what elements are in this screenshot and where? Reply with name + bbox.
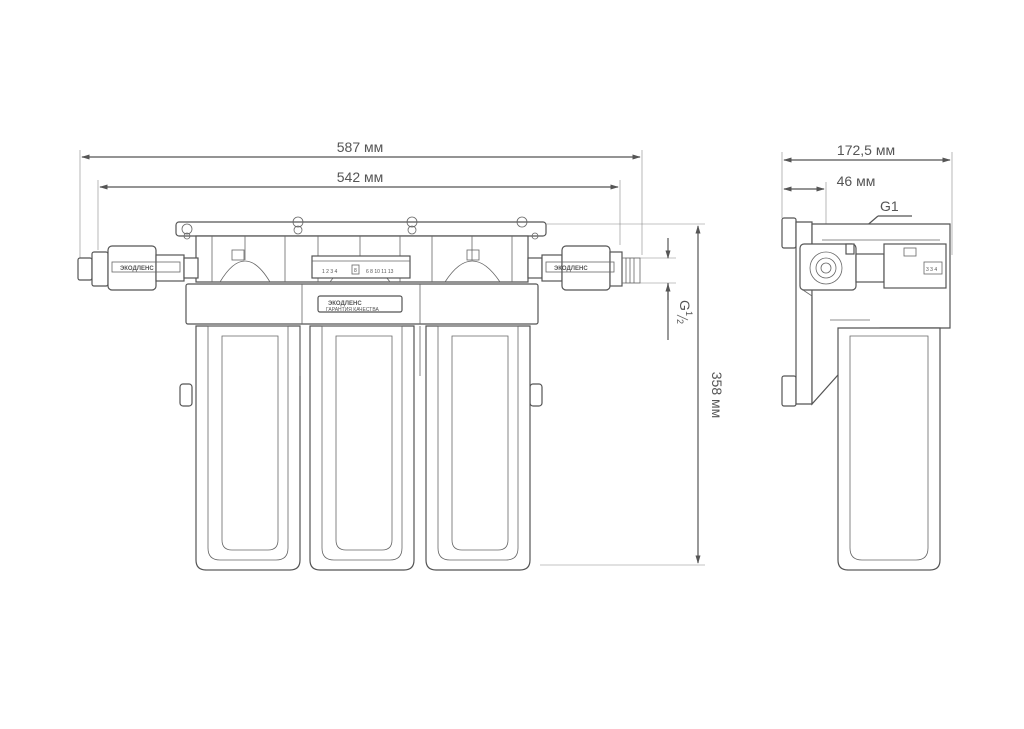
- filter-housing-3: [419, 325, 531, 571]
- side-housing: [837, 327, 941, 571]
- dim-overall-width: 587 мм: [79, 139, 643, 262]
- side-view: 172,5 мм 46 мм G1: [781, 142, 953, 571]
- front-cover-plate: ЭКОДЛЕНС ГАРАНТИЯ КАЧЕСТВА: [185, 283, 539, 325]
- dim-height-label: 358 мм: [709, 372, 725, 419]
- dim-outlet-thread: G 1 2: [625, 238, 694, 340]
- dim-side-offset-label: 46 мм: [837, 173, 876, 189]
- dim-outlet-thread-label: G: [677, 300, 693, 311]
- side-head: 3 3 4: [799, 243, 947, 297]
- scale-mid: 8: [354, 268, 357, 274]
- inlet-fitting: ЭКОДЛЕНС: [77, 245, 199, 291]
- dim-outlet-thread-den: 2: [675, 319, 685, 324]
- filter-housing-1: [195, 325, 301, 571]
- front-view: 587 мм 542 мм 358 мм G 1 2: [77, 139, 725, 571]
- dim-side-depth-label: 172,5 мм: [837, 142, 895, 158]
- brand-center-sub: ГАРАНТИЯ КАЧЕСТВА: [326, 307, 379, 313]
- dim-body-width: 542 мм: [97, 169, 621, 250]
- filter-housing-2: [299, 325, 415, 571]
- brand-center: ЭКОДЛЕНС: [328, 301, 362, 307]
- brand-right: ЭКОДЛЕНС: [554, 266, 588, 272]
- outlet-fitting: ЭКОДЛЕНС: [527, 245, 641, 291]
- side-scale: 3 3 4: [926, 267, 937, 273]
- scale-right: 6 8 10 11 13: [366, 269, 394, 275]
- dim-height: 358 мм: [540, 223, 725, 566]
- dim-outlet-thread-num: 1: [684, 311, 694, 316]
- dim-overall-width-label: 587 мм: [337, 139, 384, 155]
- housing-brackets: [179, 383, 543, 407]
- dim-side-thread-label: G1: [880, 198, 899, 214]
- timer-scale-plate: 1 2 3 4 8 6 8 10 11 13: [311, 255, 411, 279]
- dim-body-width-label: 542 мм: [337, 169, 384, 185]
- scale-left: 1 2 3 4: [322, 269, 338, 275]
- brand-left: ЭКОДЛЕНС: [120, 266, 154, 272]
- dim-side-depth: 172,5 мм: [781, 142, 953, 255]
